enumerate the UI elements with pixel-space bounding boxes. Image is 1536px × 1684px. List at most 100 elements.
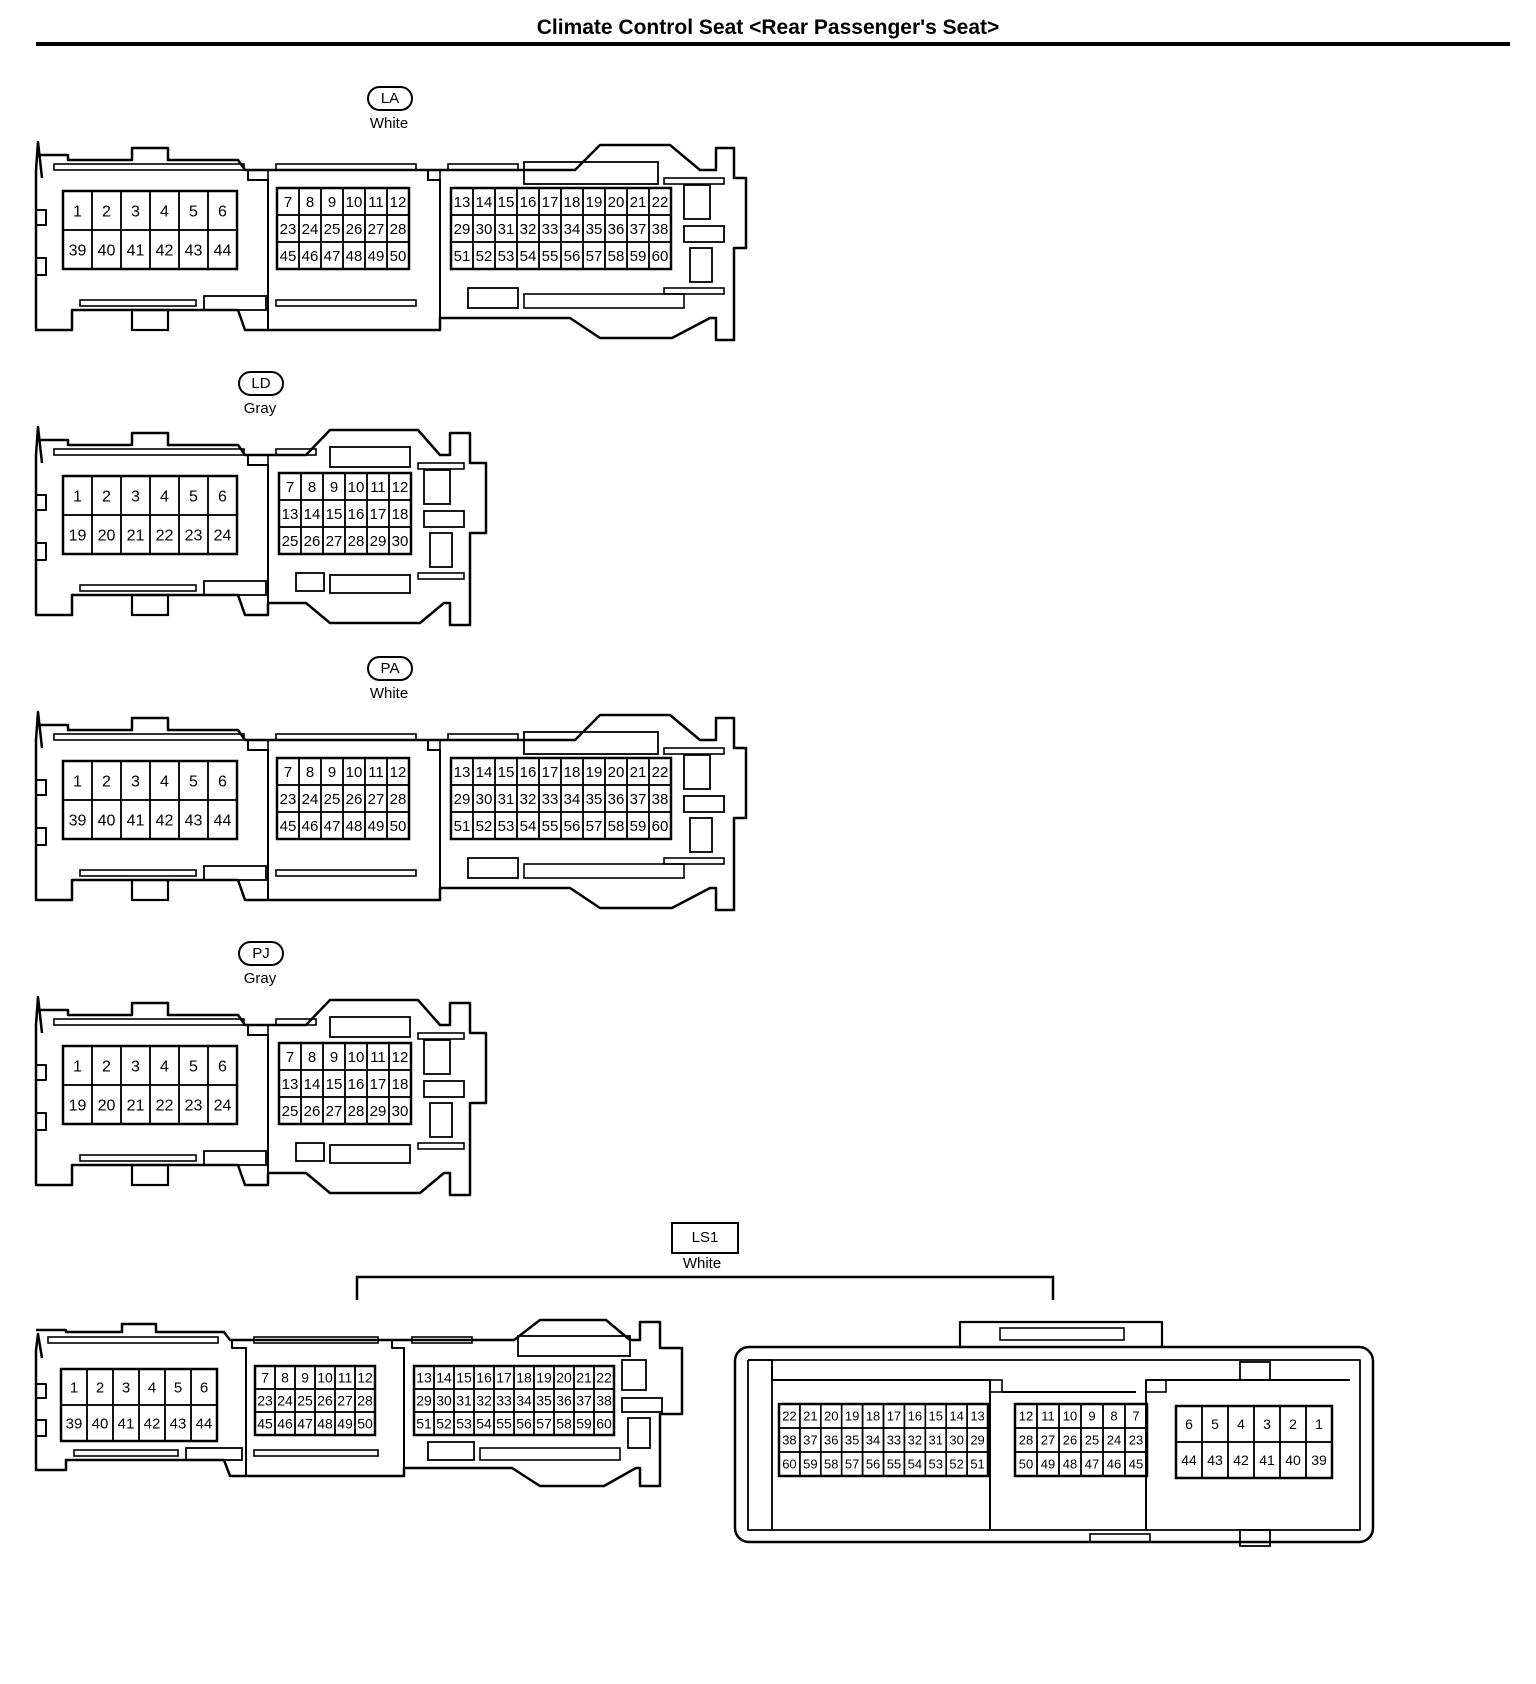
housing-divider — [247, 169, 269, 181]
pin-number: 45 — [280, 818, 297, 835]
pin-number: 59 — [630, 248, 647, 265]
pin-number: 18 — [564, 194, 581, 211]
pin-number: 8 — [308, 479, 316, 496]
pin-number: 29 — [416, 1393, 432, 1409]
pin-number: 38 — [782, 1433, 796, 1448]
pin-number: 10 — [348, 1049, 365, 1066]
pin-number: 35 — [536, 1393, 552, 1409]
pin-number: 37 — [803, 1433, 817, 1448]
housing-slot — [253, 1336, 379, 1344]
pin-number: 20 — [608, 194, 625, 211]
pin-number: 11 — [368, 194, 384, 211]
pin-number: 11 — [370, 479, 386, 496]
housing-terminal — [423, 469, 451, 505]
housing-key — [467, 857, 519, 879]
pin-number: 46 — [1107, 1457, 1121, 1472]
pin-number: 55 — [542, 248, 559, 265]
pin-number: 20 — [608, 764, 625, 781]
pin-number: 5 — [189, 203, 198, 220]
pin-number: 18 — [516, 1370, 532, 1386]
housing-latch — [203, 1150, 267, 1166]
housing-outline — [34, 710, 748, 912]
pin-number: 24 — [214, 1097, 232, 1114]
pin-number: 49 — [337, 1416, 353, 1432]
pin-number: 25 — [282, 1103, 299, 1120]
pin-number: 16 — [908, 1409, 922, 1424]
housing-terminal — [683, 225, 725, 243]
pin-number: 40 — [98, 812, 116, 829]
pin-number: 19 — [845, 1409, 859, 1424]
housing-slot — [411, 1336, 473, 1344]
connector-color-pa: White — [369, 685, 409, 702]
housing-slot — [275, 163, 417, 171]
pin-number: 21 — [630, 764, 647, 781]
pin-number: 4 — [1237, 1416, 1245, 1432]
pin-number: 47 — [324, 818, 341, 835]
pin-number: 55 — [542, 818, 559, 835]
pin-number: 49 — [368, 818, 385, 835]
housing-latch — [203, 295, 267, 311]
housing-slot — [53, 163, 245, 171]
pin-number: 60 — [652, 248, 669, 265]
housing-divider — [247, 454, 269, 466]
housing-slot — [663, 747, 725, 755]
pin-number: 41 — [127, 242, 145, 259]
pin-number: 45 — [257, 1416, 273, 1432]
pin-number: 22 — [652, 194, 669, 211]
pin-number: 27 — [1041, 1433, 1055, 1448]
pin-number: 10 — [346, 194, 363, 211]
pin-number: 54 — [908, 1457, 922, 1472]
housing-divider — [989, 1379, 1003, 1393]
pin-number: 7 — [284, 764, 292, 781]
pin-number: 52 — [476, 818, 493, 835]
pin-cell — [648, 811, 672, 840]
pin-number: 29 — [454, 221, 471, 238]
housing-tab — [130, 593, 170, 617]
housing-divider — [231, 1340, 405, 1476]
pin-number: 34 — [564, 221, 581, 238]
pin-number: 18 — [392, 1076, 409, 1093]
pin-number: 31 — [498, 791, 515, 808]
pin-number: 28 — [357, 1393, 373, 1409]
housing-terminal — [429, 532, 453, 568]
housing-tab — [130, 878, 170, 902]
pin-number: 12 — [392, 479, 409, 496]
pin-number: 56 — [516, 1416, 532, 1432]
pin-number: 57 — [586, 818, 603, 835]
pin-number: 16 — [520, 194, 537, 211]
pin-number: 10 — [346, 764, 363, 781]
pin-number: 3 — [131, 488, 140, 505]
pin-cell — [386, 811, 410, 840]
pin-number: 46 — [277, 1416, 293, 1432]
pin-number: 8 — [306, 194, 314, 211]
pin-number: 23 — [280, 221, 297, 238]
pin-number: 21 — [576, 1370, 592, 1386]
pin-number: 22 — [156, 527, 174, 544]
pin-number: 6 — [218, 1058, 227, 1075]
pin-number: 43 — [185, 812, 203, 829]
pin-number: 40 — [98, 242, 116, 259]
housing-divider — [247, 1024, 269, 1036]
housing-tab — [130, 1163, 170, 1187]
ls1-bracket — [355, 1275, 1055, 1300]
pin-number: 27 — [368, 221, 385, 238]
pin-number: 20 — [98, 527, 116, 544]
pin-number: 44 — [214, 242, 232, 259]
pin-number: 56 — [564, 248, 581, 265]
pin-number: 18 — [392, 506, 409, 523]
pin-number: 32 — [520, 791, 537, 808]
housing-slot — [275, 869, 417, 877]
pin-number: 22 — [156, 1097, 174, 1114]
pin-number: 25 — [324, 791, 341, 808]
housing-latch — [203, 580, 267, 596]
pin-number: 48 — [346, 818, 363, 835]
pin-number: 50 — [390, 818, 407, 835]
housing-inner — [747, 1359, 1361, 1531]
pin-number: 20 — [556, 1370, 572, 1386]
pin-number: 17 — [370, 506, 387, 523]
